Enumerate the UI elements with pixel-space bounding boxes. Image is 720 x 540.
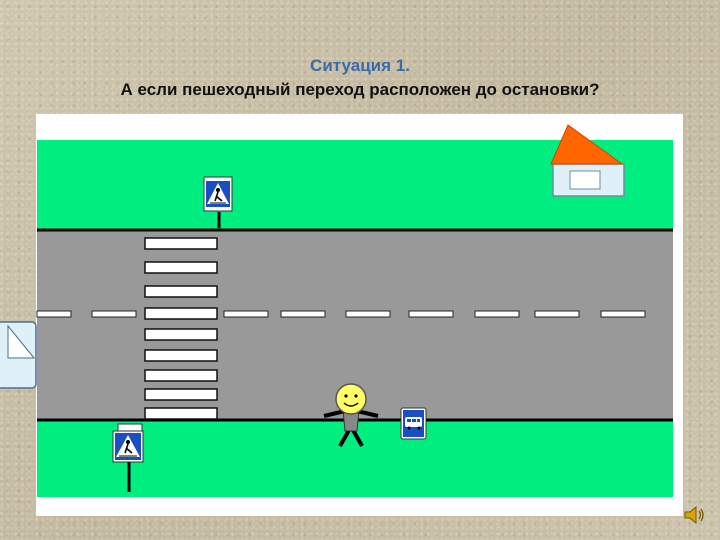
pedestrian-leg-right (351, 429, 364, 447)
pedestrian-arm-right (356, 409, 379, 418)
center-dashed-line (36, 310, 646, 318)
slide-question: А если пешеходный переход расположен до … (120, 80, 600, 99)
pedestrian-crossing-sign-icon (203, 176, 233, 228)
house (550, 124, 625, 197)
bus-stop-sign-icon (400, 407, 427, 440)
pedestrian-arm-left (323, 409, 346, 418)
pedestrian-face (335, 383, 367, 415)
pedestrian-crossing-sign-icon (112, 423, 144, 492)
house-roof (550, 124, 624, 165)
house-window (569, 170, 601, 190)
pedestrian-leg-left (338, 429, 351, 447)
bus-vehicle (0, 321, 37, 389)
pedestrian-figure (323, 383, 379, 447)
zebra-crossing (144, 237, 218, 420)
speaker-icon[interactable] (682, 505, 706, 525)
slide-title: Ситуация 1. (310, 56, 410, 75)
